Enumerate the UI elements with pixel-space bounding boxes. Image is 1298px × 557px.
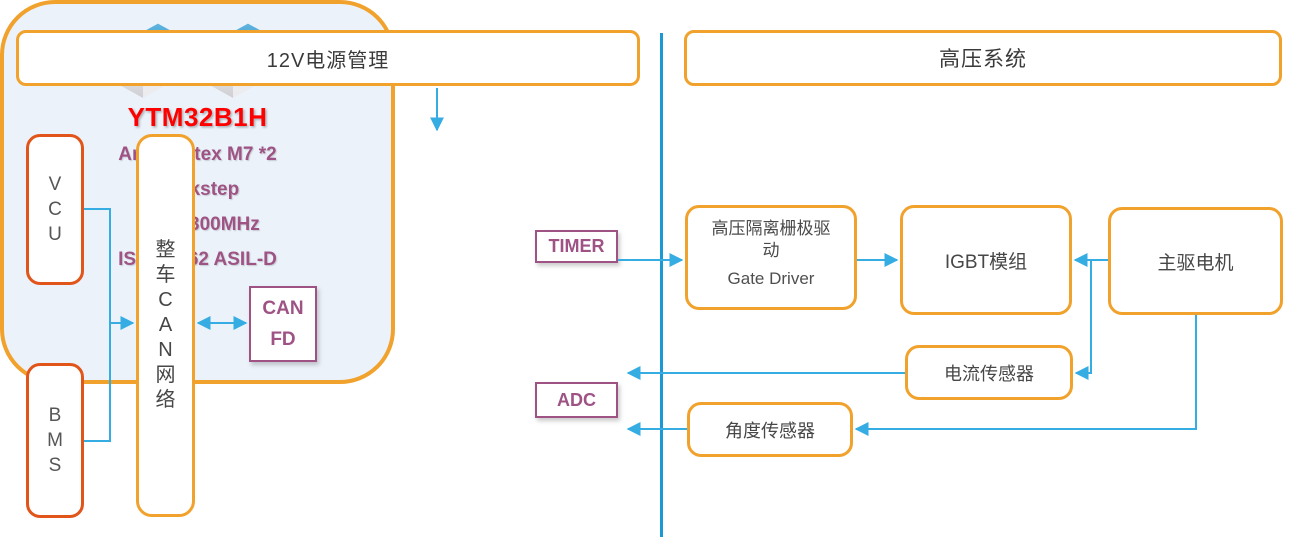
node-igbt-module: IGBT模组 <box>900 205 1072 315</box>
node-bms-label: B M S <box>47 405 63 476</box>
node-bms: B M S <box>26 363 84 518</box>
banner-hv-system: 高压系统 <box>684 30 1282 86</box>
arrow-branch-to-current-sensor <box>1074 260 1092 380</box>
banner-12v-power: 12V电源管理 <box>16 30 640 86</box>
peripheral-timer-label: TIMER <box>548 236 605 256</box>
node-gate-driver-label-en: Gate Driver <box>727 269 815 288</box>
peripheral-adc: ADC <box>535 382 618 418</box>
node-angle-sensor-label: 角度传感器 <box>725 420 815 441</box>
banner-12v-power-label: 12V电源管理 <box>266 49 390 72</box>
node-can-network: 整 车 C A N 网 络 <box>136 134 195 517</box>
node-main-drive-motor-label: 主驱电机 <box>1157 252 1234 274</box>
node-gate-driver: 高压隔离栅极驱 动 Gate Driver <box>685 205 857 310</box>
node-current-sensor-label: 电流传感器 <box>944 363 1034 384</box>
node-igbt-module-label: IGBT模组 <box>944 251 1028 273</box>
section-divider-line <box>660 33 663 537</box>
node-gate-driver-label-cn: 高压隔离栅极驱 动 <box>711 219 831 260</box>
peripheral-can-fd-label: CAN FD <box>262 298 304 350</box>
peripheral-timer: TIMER <box>535 230 618 263</box>
peripheral-can-fd: CAN FD <box>249 286 317 362</box>
node-can-network-label: 整 车 C A N 网 络 <box>155 239 176 411</box>
node-angle-sensor: 角度传感器 <box>687 402 853 457</box>
node-main-drive-motor: 主驱电机 <box>1108 207 1283 315</box>
node-current-sensor: 电流传感器 <box>905 345 1073 400</box>
mcu-part-number: YTM32B1H <box>127 102 268 132</box>
banner-hv-system-label: 高压系统 <box>939 47 1027 71</box>
node-vcu-label: V C U <box>48 174 62 245</box>
node-vcu: V C U <box>26 134 84 285</box>
peripheral-adc-label: ADC <box>557 389 596 410</box>
